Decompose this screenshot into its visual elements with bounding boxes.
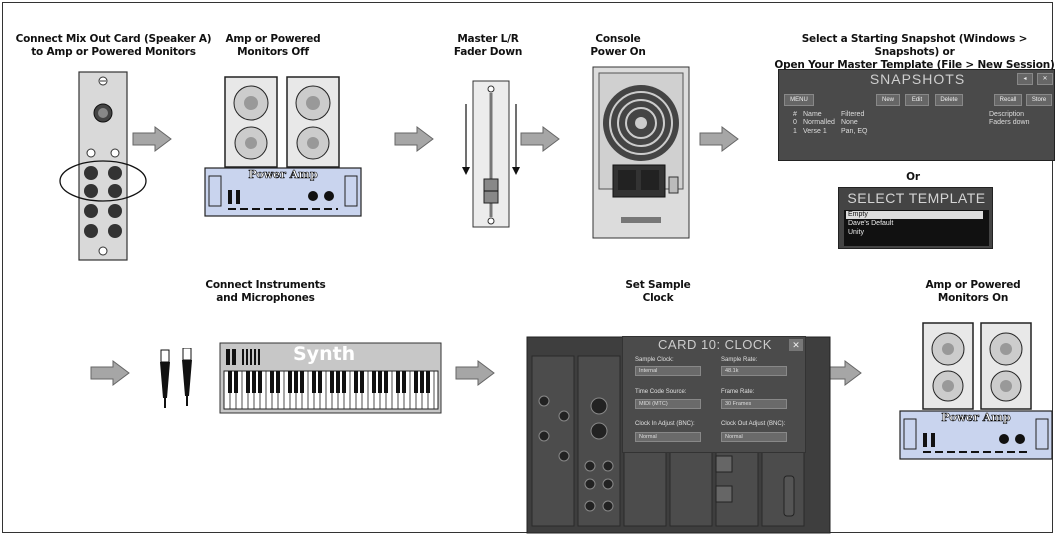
clock-title: CARD 10: CLOCK <box>658 337 772 352</box>
sample-rate-select[interactable]: 48.1k <box>721 366 787 376</box>
power-amp-label: Power Amp <box>248 168 318 182</box>
snapshot-row-1-filtered: Pan, EQ <box>841 128 868 135</box>
snapshots-close-button[interactable]: ✕ <box>1037 73 1053 85</box>
sample-rate-label: Sample Rate: <box>721 357 758 363</box>
arrow-6 <box>455 360 495 386</box>
arrow-4 <box>699 126 739 152</box>
time-code-source-select[interactable]: MIDI (MTC) <box>635 399 701 409</box>
power-amp-on-icon <box>899 410 1053 460</box>
snapshots-col-name: Name <box>803 111 822 118</box>
sample-clock-label: Sample Clock: <box>635 357 674 363</box>
arrow-2 <box>394 126 434 152</box>
time-code-source-label: Time Code Source: <box>635 389 687 395</box>
snapshot-row-0-description: Faders down <box>989 119 1030 126</box>
monitor-speakers-icon <box>224 76 340 168</box>
power-amp-icon <box>204 167 362 217</box>
snapshots-back-button[interactable]: ◂ <box>1017 73 1033 85</box>
snapshots-col-description: Description <box>989 111 1025 118</box>
snapshot-store-button[interactable]: Store <box>1026 94 1052 106</box>
arrow-1 <box>132 126 172 152</box>
or-label: Or <box>906 171 920 183</box>
microphones-icon <box>160 348 192 408</box>
clock-settings-window: CARD 10: CLOCK ✕ Sample Clock: Internal … <box>622 336 806 453</box>
template-item-empty[interactable]: Empty <box>846 211 983 219</box>
arrow-5 <box>90 360 130 386</box>
select-template-title: SELECT TEMPLATE <box>847 190 986 206</box>
snapshot-edit-button[interactable]: Edit <box>905 94 929 106</box>
master-fader-icon <box>462 80 520 228</box>
snapshots-title: SNAPSHOTS <box>869 71 966 87</box>
power-amp-on-label: Power Amp <box>941 411 1011 425</box>
snapshot-row-1-name[interactable]: Verse 1 <box>803 128 827 135</box>
frame-rate-select[interactable]: 30 Frames <box>721 399 787 409</box>
clock-close-button[interactable]: ✕ <box>789 339 803 351</box>
snapshot-recall-button[interactable]: Recall <box>994 94 1022 106</box>
snapshot-row-0-name[interactable]: Normalled <box>803 119 835 126</box>
snapshot-row-1-num[interactable]: 1 <box>793 128 797 135</box>
select-template-window: SELECT TEMPLATE Empty Dave's Default Uni… <box>838 187 993 249</box>
snapshots-col-num: # <box>793 111 797 118</box>
template-item-daves-default[interactable]: Dave's Default <box>848 220 894 227</box>
template-item-unity[interactable]: Unity <box>848 229 864 236</box>
clock-in-adjust-label: Clock In Adjust (BNC): <box>635 421 695 427</box>
monitor-speakers-on-icon <box>922 322 1032 410</box>
snapshots-window: SNAPSHOTS ◂ ✕ MENU New Edit Delete Recal… <box>778 69 1055 161</box>
snapshot-row-0-num[interactable]: 0 <box>793 119 797 126</box>
speaker-a-highlight-oval <box>59 160 147 202</box>
template-list: Empty Dave's Default Unity <box>844 210 989 246</box>
arrow-3 <box>520 126 560 152</box>
snapshot-row-0-filtered: None <box>841 119 858 126</box>
synth-label: Synth <box>293 343 356 365</box>
step-caption-select-snapshot: Select a Starting Snapshot (Windows > Sn… <box>774 33 1055 71</box>
snapshot-new-button[interactable]: New <box>876 94 900 106</box>
clock-out-adjust-label: Clock Out Adjust (BNC): <box>721 421 786 427</box>
snapshots-col-filtered: Filtered <box>841 111 865 118</box>
synth-keyboard-icon <box>219 342 442 414</box>
clock-in-adjust-select[interactable]: Normal <box>635 432 701 442</box>
snapshot-delete-button[interactable]: Delete <box>935 94 963 106</box>
snapshots-menu-button[interactable]: MENU <box>784 94 814 106</box>
clock-out-adjust-select[interactable]: Normal <box>721 432 787 442</box>
frame-rate-label: Frame Rate: <box>721 389 755 395</box>
step-caption-connect-mix-out: Connect Mix Out Card (Speaker A)to Amp o… <box>15 33 212 58</box>
mix-out-card-icon <box>78 71 128 261</box>
sample-clock-select[interactable]: Internal <box>635 366 701 376</box>
console-power-supply-icon <box>592 66 690 239</box>
